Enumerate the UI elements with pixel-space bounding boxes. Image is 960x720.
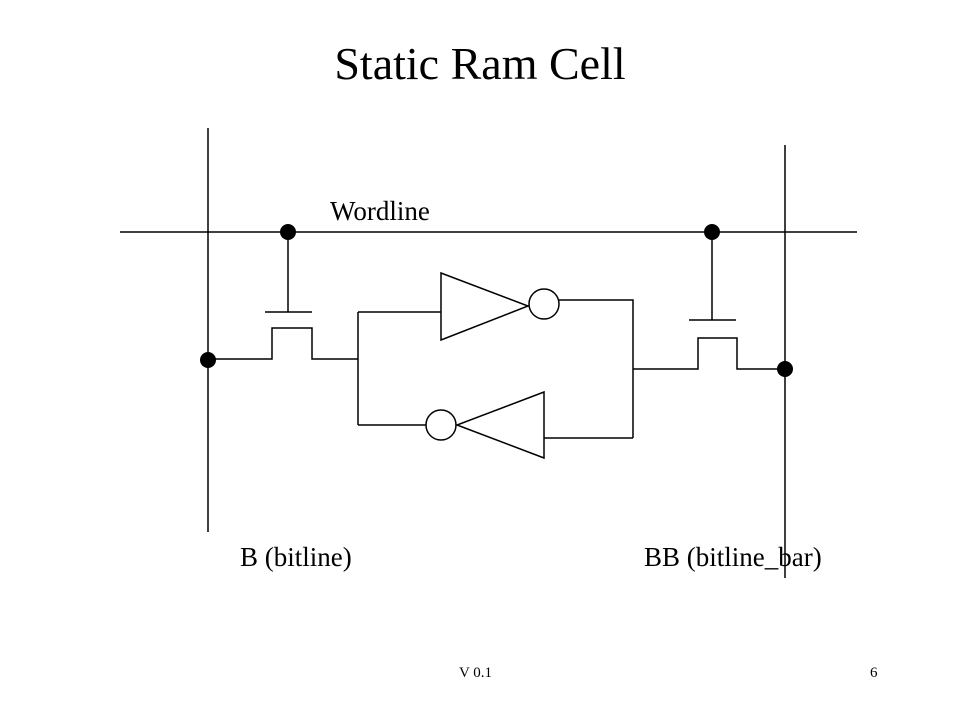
left-wordline-junction-dot <box>280 224 296 240</box>
right-transistor-channel <box>633 337 785 370</box>
bitline-bar-junction-dot <box>777 361 793 377</box>
right-wordline-junction-dot <box>704 224 720 240</box>
upper-inverter-bubble <box>528 288 560 320</box>
lower-inverter-triangle <box>454 390 545 460</box>
left-transistor-channel <box>208 327 358 360</box>
bitline-bar-label: BB (bitline_bar) <box>644 542 822 572</box>
upper-inverter-output-wire <box>559 299 634 438</box>
slide-title: Static Ram Cell <box>334 38 626 89</box>
lower-inverter-bubble <box>425 409 457 441</box>
page-number: 6 <box>870 665 878 681</box>
version-footer: V 0.1 <box>459 665 493 681</box>
bitline-junction-dot <box>200 352 216 368</box>
wordline-label: Wordline <box>330 196 430 226</box>
upper-inverter-triangle <box>440 271 531 342</box>
bitline-label: B (bitline) <box>240 542 352 572</box>
